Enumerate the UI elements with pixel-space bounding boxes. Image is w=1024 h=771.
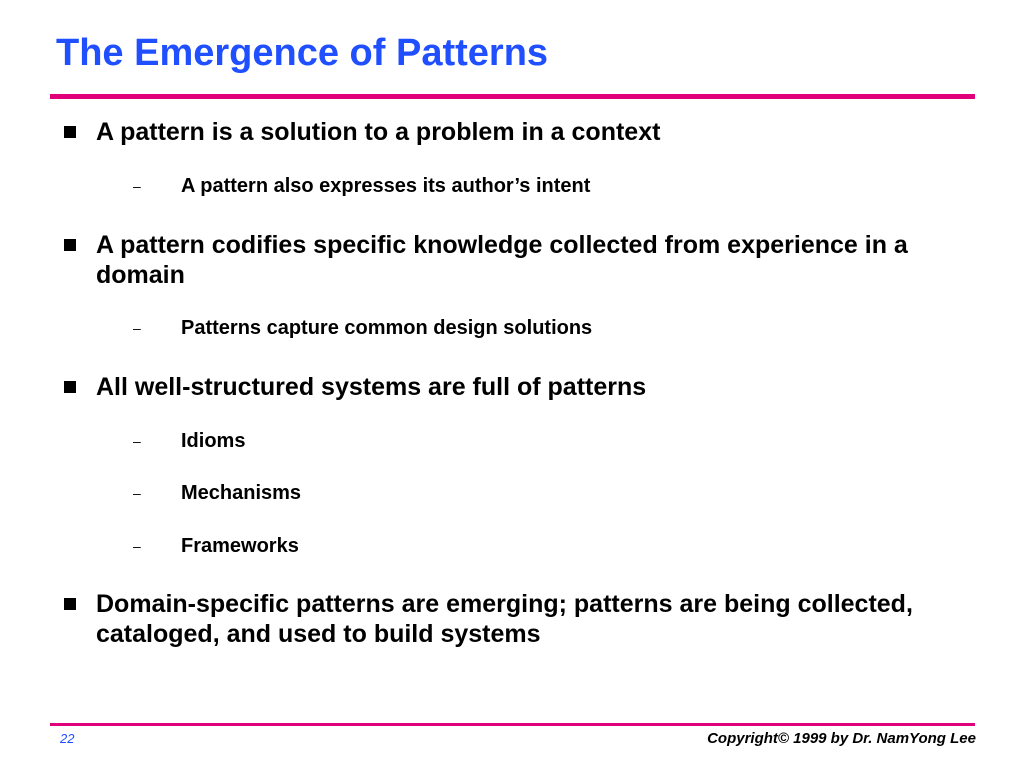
bullet-text: A pattern is a solution to a problem in …: [96, 118, 661, 146]
bullet-item: Domain-specific patterns are emerging; p…: [64, 589, 956, 649]
slide-title: The Emergence of Patterns: [56, 32, 549, 74]
bullet-item: All well-structured systems are full of …: [64, 372, 956, 402]
bullet-text: Domain-specific patterns are emerging; p…: [96, 590, 913, 648]
dash-bullet-icon: –: [133, 485, 141, 501]
sub-bullet-item: – A pattern also expresses its author’s …: [133, 174, 941, 198]
sub-bullet-item: – Patterns capture common design solutio…: [133, 316, 941, 340]
sub-bullet-text: A pattern also expresses its author’s in…: [181, 175, 591, 197]
bullet-text: A pattern codifies specific knowledge co…: [96, 231, 908, 289]
dash-bullet-icon: –: [133, 320, 141, 336]
page-number: 22: [60, 731, 75, 746]
bullet-item: A pattern codifies specific knowledge co…: [64, 230, 956, 290]
sub-bullet-item: – Mechanisms: [133, 481, 941, 505]
dash-bullet-icon: –: [133, 433, 141, 449]
title-divider: [50, 94, 975, 99]
sub-bullet-text: Idioms: [181, 430, 246, 452]
sub-bullet-text: Frameworks: [181, 535, 299, 557]
bullet-item: A pattern is a solution to a problem in …: [64, 117, 956, 147]
bullet-text: All well-structured systems are full of …: [96, 373, 647, 401]
sub-bullet-item: – Idioms: [133, 429, 941, 453]
footer-divider: [50, 723, 975, 726]
dash-bullet-icon: –: [133, 538, 141, 554]
sub-bullet-text: Mechanisms: [181, 482, 302, 504]
copyright-notice: Copyright© 1999 by Dr. NamYong Lee: [707, 730, 976, 747]
square-bullet-icon: [64, 239, 76, 251]
dash-bullet-icon: –: [133, 178, 141, 194]
square-bullet-icon: [64, 598, 76, 610]
sub-bullet-text: Patterns capture common design solutions: [181, 317, 593, 339]
square-bullet-icon: [64, 381, 76, 393]
sub-bullet-item: – Frameworks: [133, 534, 941, 558]
square-bullet-icon: [64, 126, 76, 138]
